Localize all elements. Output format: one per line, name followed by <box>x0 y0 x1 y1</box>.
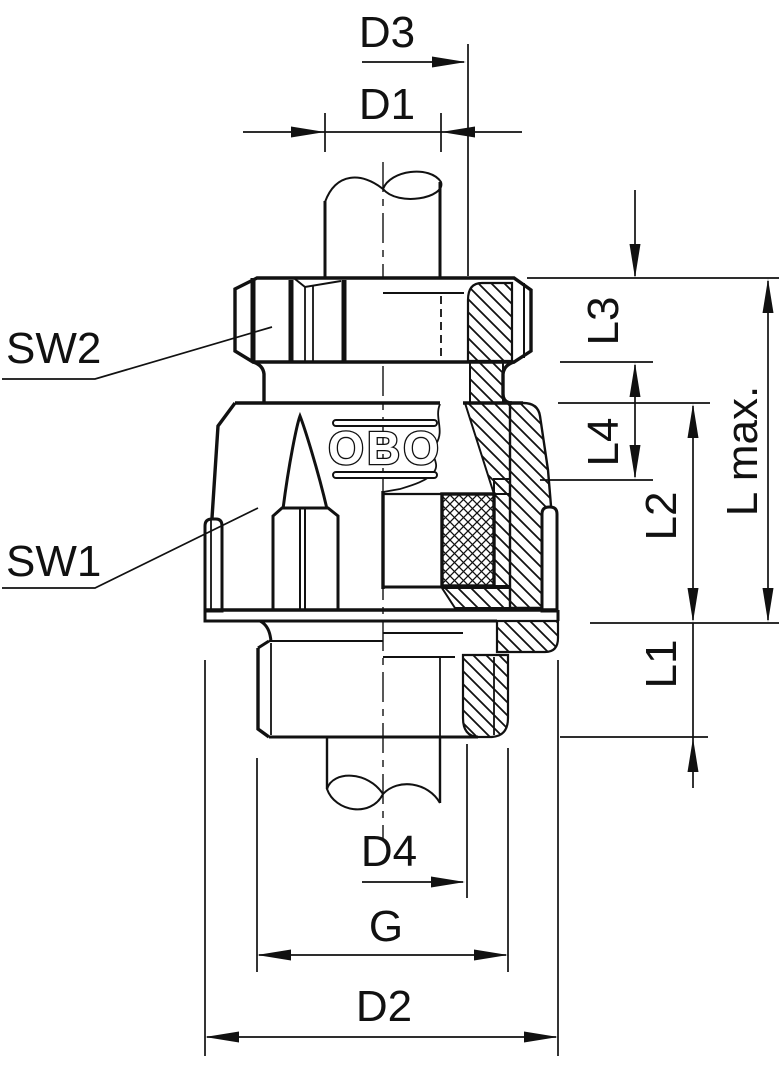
leader-sw2 <box>2 326 273 380</box>
dim-label-l1: L1 <box>637 640 686 689</box>
dim-label-l2: L2 <box>637 492 686 541</box>
dim-label-l-max: L max. <box>718 386 767 516</box>
neck <box>252 360 515 405</box>
brand-logo-text: OBO <box>328 422 442 474</box>
top-cable-tube <box>323 170 443 278</box>
dim-label-l4: L4 <box>579 418 628 467</box>
dim-label-g: G <box>369 902 403 951</box>
leader-lines <box>2 326 273 589</box>
dim-label-sw1: SW1 <box>6 537 101 586</box>
bottom-cable-tube <box>325 738 442 811</box>
dim-label-sw2: SW2 <box>6 324 101 373</box>
dim-label-d2: D2 <box>356 982 412 1031</box>
leader-sw1 <box>2 507 259 589</box>
body-sw1 <box>203 401 559 613</box>
dim-label-l3: L3 <box>579 297 628 346</box>
dimension-lines <box>204 44 779 1056</box>
dim-label-d3: D3 <box>359 8 415 57</box>
brand-logo-obo: OBO <box>327 419 442 479</box>
cap-nut-sw2 <box>233 276 533 364</box>
dim-label-d1: D1 <box>359 80 415 129</box>
flange <box>203 608 560 654</box>
seal-insert-mesh <box>440 492 496 588</box>
dimension-arrowheads <box>205 56 774 1043</box>
dim-label-d4: D4 <box>361 827 417 876</box>
thread-stub <box>256 619 510 739</box>
